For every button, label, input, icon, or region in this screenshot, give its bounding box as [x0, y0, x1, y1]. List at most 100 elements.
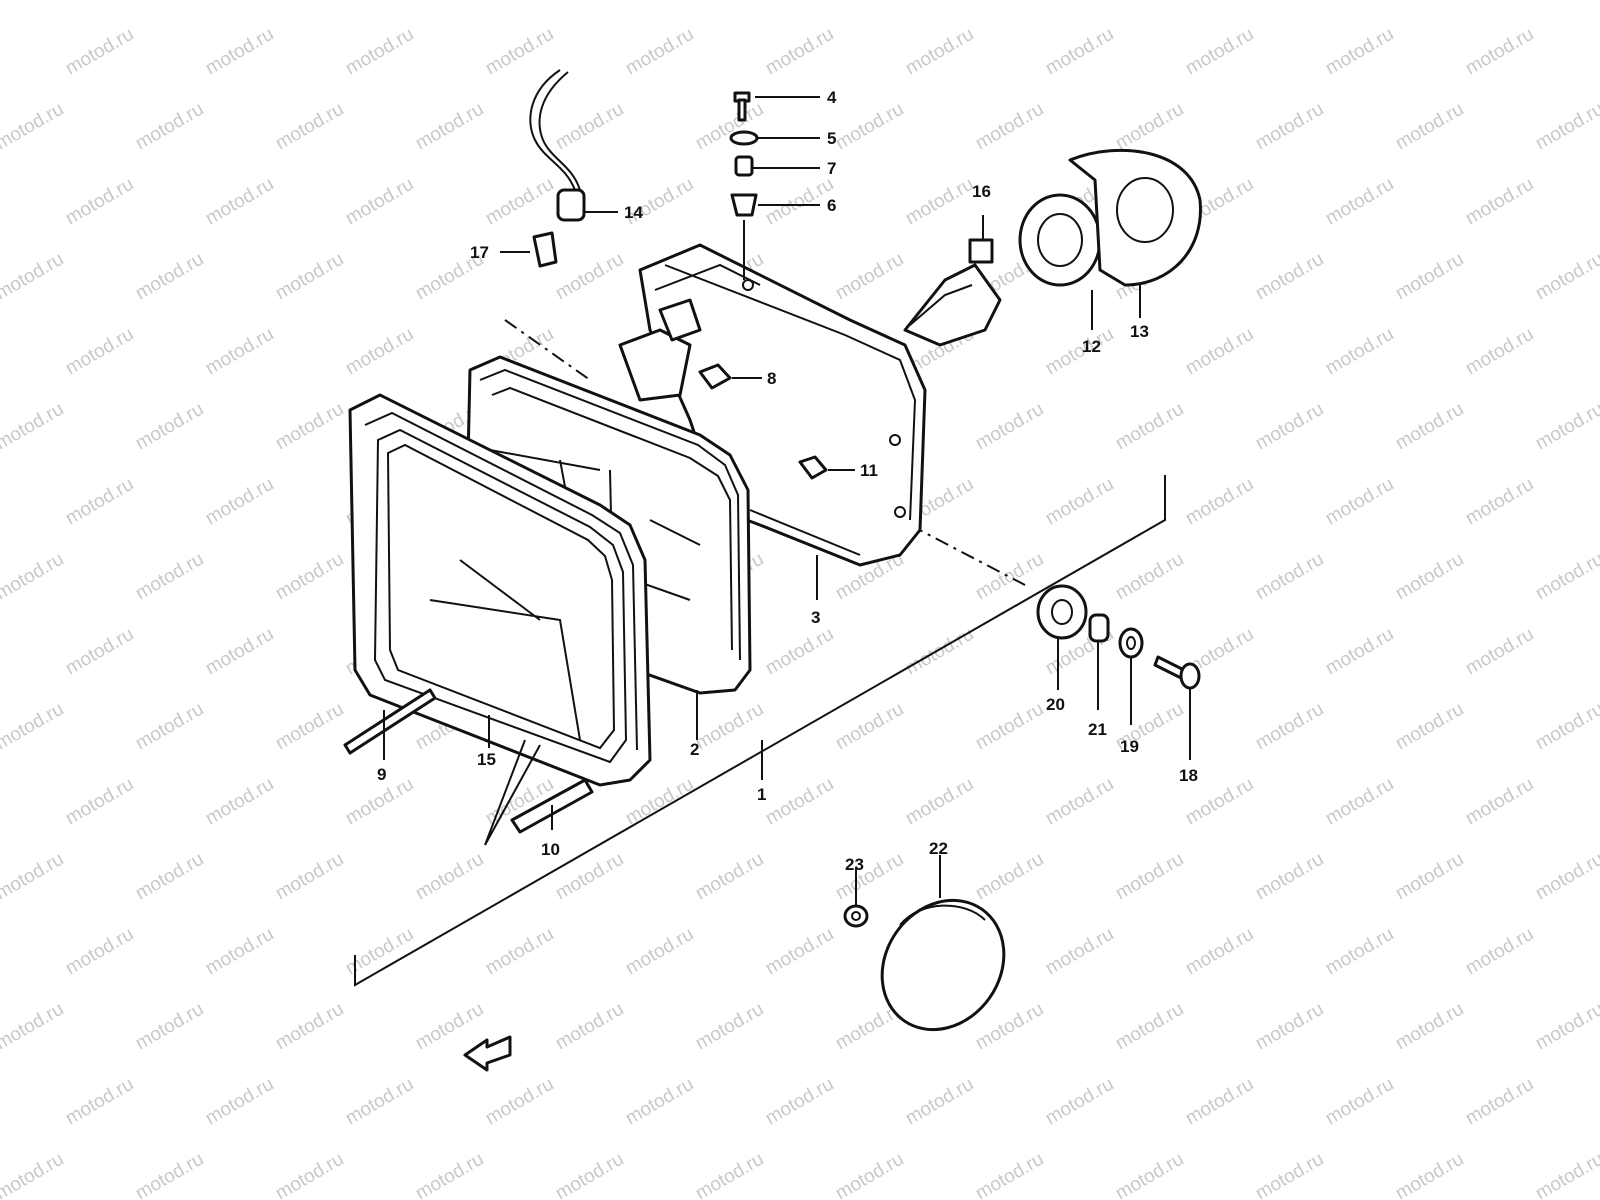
watermark-text: motod.ru: [1252, 549, 1327, 605]
watermark-text: motod.ru: [902, 24, 977, 80]
watermark-text: motod.ru: [62, 324, 137, 380]
watermark-text: motod.ru: [1252, 999, 1327, 1055]
watermark-text: motod.ru: [1042, 774, 1117, 830]
watermark-text: motod.ru: [202, 324, 277, 380]
cushion-20: [1036, 584, 1088, 640]
callout-10: 10: [541, 840, 560, 859]
watermark-text: motod.ru: [272, 999, 347, 1055]
watermark-text: motod.ru: [1322, 624, 1397, 680]
watermark-text: motod.ru: [692, 849, 767, 905]
watermark-text: motod.ru: [412, 0, 487, 4]
nut-8: [698, 363, 732, 390]
watermark-text: motod.ru: [1252, 849, 1327, 905]
watermark-text: motod.ru: [272, 0, 347, 4]
watermark-text: motod.ru: [1462, 324, 1537, 380]
watermark-text: motod.ru: [622, 24, 697, 80]
watermark-text: motod.ru: [552, 249, 627, 305]
watermark-text: motod.ru: [1042, 1074, 1117, 1130]
watermark-text: motod.ru: [972, 99, 1047, 155]
cap-22: [880, 898, 1006, 1032]
watermark-text: motod.ru: [832, 249, 907, 305]
watermark-text: motod.ru: [1182, 924, 1257, 980]
watermark-text: motod.ru: [762, 1074, 837, 1130]
watermark-text: motod.ru: [972, 849, 1047, 905]
assembly-bracket-outline: [354, 475, 1166, 987]
watermark-text: motod.ru: [272, 549, 347, 605]
watermark-text: motod.ru: [1392, 699, 1467, 755]
watermark-text: motod.ru: [1322, 174, 1397, 230]
watermark-text: motod.ru: [482, 1074, 557, 1130]
watermark-text: motod.ru: [1462, 774, 1537, 830]
nut-11: [798, 455, 828, 480]
watermark-text: motod.ru: [1462, 174, 1537, 230]
watermark-text: motod.ru: [202, 624, 277, 680]
watermark-text: motod.ru: [552, 999, 627, 1055]
watermark-text: motod.ru: [972, 699, 1047, 755]
watermark-text: motod.ru: [1392, 999, 1467, 1055]
watermark-text: motod.ru: [692, 699, 767, 755]
watermark-text: motod.ru: [132, 999, 207, 1055]
watermark-text: motod.ru: [342, 24, 417, 80]
watermark-text: motod.ru: [1392, 99, 1467, 155]
watermark-text: motod.ru: [832, 1149, 907, 1200]
watermark-text: motod.ru: [1252, 1149, 1327, 1200]
spacer-7: [734, 155, 754, 177]
watermark-text: motod.ru: [832, 0, 907, 4]
watermark-text: motod.ru: [1392, 1149, 1467, 1200]
watermark-text: motod.ru: [552, 849, 627, 905]
callout-9: 9: [377, 765, 386, 784]
watermark-text: motod.ru: [1392, 399, 1467, 455]
washer-5: [729, 130, 759, 146]
watermark-text: motod.ru: [1532, 999, 1600, 1055]
watermark-text: motod.ru: [1322, 324, 1397, 380]
callout-17: 17: [470, 243, 489, 262]
watermark-text: motod.ru: [62, 624, 137, 680]
headlight-housing: [618, 243, 927, 567]
watermark-text: motod.ru: [1182, 24, 1257, 80]
adjusting-screw-9: [343, 688, 437, 755]
screw-lead-lines: [484, 739, 541, 846]
watermark-text: motod.ru: [692, 999, 767, 1055]
watermark-text: motod.ru: [272, 99, 347, 155]
watermark-text: motod.ru: [62, 1074, 137, 1130]
watermark-text: motod.ru: [1322, 24, 1397, 80]
bolt-18: [1153, 655, 1201, 690]
callout-13: 13: [1130, 322, 1149, 341]
watermark-text: motod.ru: [902, 174, 977, 230]
watermark-text: motod.ru: [1042, 24, 1117, 80]
watermark-text: motod.ru: [0, 249, 67, 305]
watermark-text: motod.ru: [1252, 699, 1327, 755]
watermark-text: motod.ru: [482, 924, 557, 980]
watermark-text: motod.ru: [132, 99, 207, 155]
watermark-text: motod.ru: [62, 474, 137, 530]
callout-19: 19: [1120, 737, 1139, 756]
watermark-text: motod.ru: [132, 249, 207, 305]
watermark-text: motod.ru: [1182, 324, 1257, 380]
watermark-text: motod.ru: [1532, 549, 1600, 605]
watermark-text: motod.ru: [412, 99, 487, 155]
watermark-text: motod.ru: [1532, 99, 1600, 155]
watermark-text: motod.ru: [1392, 0, 1467, 4]
watermark-text: motod.ru: [1252, 0, 1327, 4]
watermark-text: motod.ru: [1392, 849, 1467, 905]
watermark-text: motod.ru: [1462, 1074, 1537, 1130]
watermark-text: motod.ru: [62, 24, 137, 80]
watermark-text: motod.ru: [132, 1149, 207, 1200]
watermark-text: motod.ru: [1392, 549, 1467, 605]
watermark-text: motod.ru: [1322, 474, 1397, 530]
callout-22: 22: [929, 839, 948, 858]
watermark-text: motod.ru: [132, 0, 207, 4]
callout-3: 3: [811, 608, 820, 627]
headlight-bulb-16: [903, 238, 1002, 347]
callout-8: 8: [767, 369, 776, 388]
watermark-text: motod.ru: [1532, 1149, 1600, 1200]
watermark-text: motod.ru: [552, 99, 627, 155]
callout-11: 11: [860, 461, 878, 480]
bulb-socket-12: [1018, 193, 1102, 287]
watermark-text: motod.ru: [272, 1149, 347, 1200]
watermark-text: motod.ru: [0, 0, 67, 4]
callout-23: 23: [845, 855, 864, 874]
watermark-text: motod.ru: [482, 24, 557, 80]
